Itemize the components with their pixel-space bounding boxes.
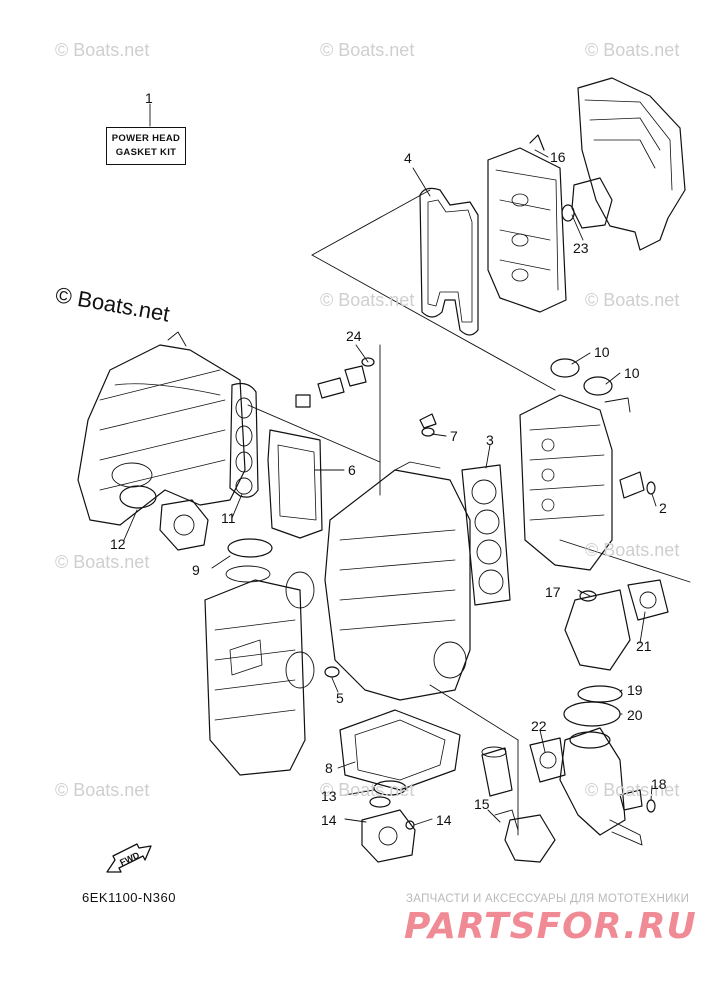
head-cover-gasket bbox=[419, 187, 479, 336]
callout-20[interactable]: 20 bbox=[627, 707, 643, 723]
watermark: © Boats.net bbox=[585, 40, 680, 60]
watermark: © Boats.net bbox=[585, 780, 680, 800]
callout-11[interactable]: 11 bbox=[221, 510, 236, 526]
rear-cover-panel bbox=[577, 77, 686, 251]
crankshaft-assembly bbox=[204, 565, 315, 776]
callout-9[interactable]: 9 bbox=[192, 562, 200, 578]
exhaust-manifold-upper bbox=[564, 589, 631, 671]
callout-15[interactable]: 15 bbox=[474, 796, 490, 812]
gasket-8 bbox=[339, 709, 461, 791]
callout-14a[interactable]: 14 bbox=[321, 812, 337, 828]
shop-tagline: ЗАПЧАСТИ И АКСЕССУАРЫ ДЛЯ МОТОТЕХНИКИ bbox=[406, 893, 690, 905]
dowel-14 bbox=[405, 820, 415, 830]
o-ring-24 bbox=[361, 357, 375, 367]
callout-10b[interactable]: 10 bbox=[624, 365, 640, 381]
fwd-arrow-icon: FWD bbox=[106, 843, 152, 873]
o-ring-5 bbox=[324, 666, 340, 678]
callout-3[interactable]: 3 bbox=[486, 432, 494, 448]
cylinder-block bbox=[324, 461, 471, 701]
diagram-code: 6EK1100-N360 bbox=[82, 890, 176, 905]
plug-18 bbox=[646, 799, 656, 813]
exhaust-manifold-lower bbox=[559, 727, 643, 846]
oil-filter bbox=[481, 746, 513, 797]
watermark: © Boats.net bbox=[55, 780, 150, 800]
manifold-gasket-11 bbox=[229, 382, 259, 498]
shop-logo[interactable]: PARTSFOR.RU bbox=[404, 906, 697, 947]
thermostat-housing bbox=[561, 177, 613, 229]
gasket-22 bbox=[529, 737, 566, 783]
oil-seal-10a bbox=[550, 358, 580, 378]
fitting-16 bbox=[529, 134, 545, 151]
oil-seal-10b bbox=[583, 376, 613, 396]
throttle-body bbox=[159, 499, 209, 551]
callout-16[interactable]: 16 bbox=[550, 149, 566, 165]
oil-pump bbox=[361, 809, 416, 863]
callout-2[interactable]: 2 bbox=[659, 500, 667, 516]
callout-1[interactable]: 1 bbox=[145, 90, 153, 106]
o-ring-19 bbox=[577, 685, 623, 703]
callout-12[interactable]: 12 bbox=[110, 536, 126, 552]
callout-18[interactable]: 18 bbox=[651, 776, 667, 792]
callout-22[interactable]: 22 bbox=[531, 718, 547, 734]
callout-24[interactable]: 24 bbox=[346, 328, 362, 344]
oil-filter-bracket bbox=[494, 809, 556, 863]
cylinder-head-cover bbox=[487, 147, 567, 313]
watermark: © Boats.net bbox=[320, 780, 415, 800]
o-ring-2 bbox=[646, 481, 656, 495]
fwd-label: FWD bbox=[118, 850, 141, 868]
watermark: © Boats.net bbox=[320, 290, 415, 310]
oil-seal-13 bbox=[373, 780, 407, 796]
callout-7[interactable]: 7 bbox=[450, 428, 458, 444]
o-ring-12 bbox=[119, 485, 157, 509]
callout-6[interactable]: 6 bbox=[348, 462, 356, 478]
o-ring-7 bbox=[421, 427, 435, 437]
callout-21[interactable]: 21 bbox=[636, 638, 652, 654]
oil-seal-9 bbox=[227, 538, 273, 558]
intake-manifold bbox=[77, 331, 246, 526]
callout-14b[interactable]: 14 bbox=[436, 812, 452, 828]
watermark: © Boats.net bbox=[585, 290, 680, 310]
callout-19[interactable]: 19 bbox=[627, 682, 643, 698]
gasket-21 bbox=[627, 579, 669, 621]
callout-4[interactable]: 4 bbox=[404, 150, 412, 166]
watermark: © Boats.net bbox=[585, 540, 680, 560]
callout-17[interactable]: 17 bbox=[545, 584, 561, 600]
callout-5[interactable]: 5 bbox=[336, 690, 344, 706]
callout-8[interactable]: 8 bbox=[325, 760, 333, 776]
cylinder-head bbox=[519, 394, 613, 571]
watermark: © Boats.net bbox=[55, 40, 150, 60]
head-gasket-3 bbox=[461, 464, 511, 606]
watermark: © Boats.net bbox=[320, 40, 415, 60]
watermark: © Boats.net bbox=[55, 552, 150, 572]
cover-plate-6 bbox=[267, 429, 323, 539]
callout-13[interactable]: 13 bbox=[321, 788, 337, 804]
gasket-kit-label: POWER HEAD GASKET KIT bbox=[106, 127, 186, 165]
callout-23[interactable]: 23 bbox=[573, 240, 589, 256]
o-ring-20 bbox=[563, 701, 621, 727]
callout-10a[interactable]: 10 bbox=[594, 344, 610, 360]
